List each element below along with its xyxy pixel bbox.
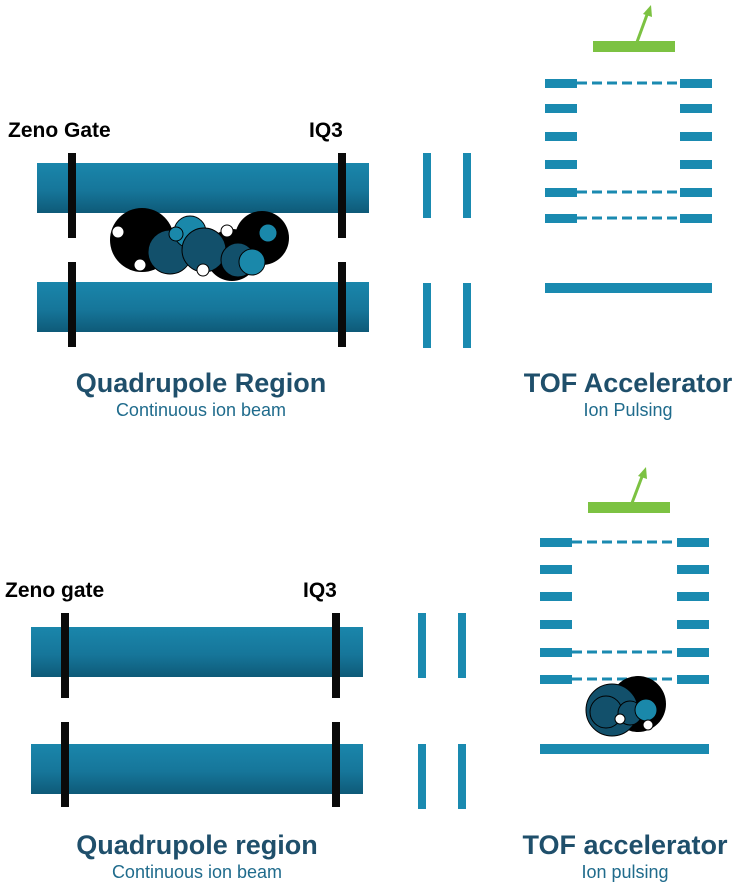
panel-bottom: Zeno gate IQ3 Quadrupole region Continuo… — [5, 467, 728, 882]
ring-electrode — [540, 648, 572, 657]
detector-arrow — [630, 473, 645, 504]
quadrupole-rod-upper — [37, 163, 369, 213]
iq3-gate-upper — [338, 153, 346, 238]
detector-arrow — [635, 11, 650, 43]
zeno-gate-upper — [61, 613, 69, 698]
ring-electrode — [680, 188, 712, 197]
quadrupole-rod-lower — [37, 282, 369, 332]
ion — [168, 226, 184, 242]
ion-packet — [585, 676, 666, 737]
ring-electrode — [545, 104, 577, 113]
ion — [634, 698, 658, 722]
ion — [133, 258, 147, 272]
tof-accelerator-title: TOF accelerator — [522, 830, 728, 860]
zeno-gate-lower — [61, 722, 69, 807]
ion — [614, 713, 626, 725]
ring-electrode — [680, 104, 712, 113]
tof-accelerator — [540, 467, 709, 754]
panel-top: Zeno Gate IQ3 Quadrupole Region Continuo… — [8, 5, 733, 420]
quadrupole-region-subtitle: Continuous ion beam — [112, 862, 282, 882]
pusher-plate — [540, 744, 709, 754]
quadrupole-region-title: Quadrupole Region — [76, 368, 327, 398]
ring-electrode — [545, 132, 577, 141]
quadrupole-region-subtitle: Continuous ion beam — [116, 400, 286, 420]
ring-electrode — [677, 592, 709, 601]
ring-electrode — [680, 214, 712, 223]
lens-electrode — [423, 153, 431, 218]
detector-plate — [588, 502, 670, 513]
iq3-label: IQ3 — [309, 119, 343, 142]
zeno-gate-lower — [68, 262, 76, 347]
ring-electrode — [677, 620, 709, 629]
iq3-gate-upper — [332, 613, 340, 698]
tof-accelerator-subtitle: Ion pulsing — [581, 862, 668, 882]
ring-electrode — [540, 538, 572, 547]
ring-electrode — [545, 214, 577, 223]
zeno-gate-label: Zeno gate — [5, 579, 104, 602]
ion — [258, 223, 278, 243]
ring-electrode — [545, 79, 577, 88]
ring-electrode — [545, 160, 577, 169]
tof-accelerator-title: TOF Accelerator — [524, 368, 733, 398]
lens-electrode — [418, 744, 426, 809]
detector-arrowhead — [643, 5, 652, 17]
iq3-gate-lower — [332, 722, 340, 807]
ion — [220, 224, 234, 238]
detector-arrowhead — [638, 467, 647, 479]
quadrupole-region-title: Quadrupole region — [76, 830, 318, 860]
ring-electrode — [677, 648, 709, 657]
ring-electrode — [540, 565, 572, 574]
ion — [196, 263, 210, 277]
pusher-plate — [545, 283, 712, 293]
ring-electrode — [540, 620, 572, 629]
lens-electrode — [463, 153, 471, 218]
tof-accelerator — [545, 5, 712, 293]
zeno-gate-upper — [68, 153, 76, 238]
iq3-gate-lower — [338, 262, 346, 347]
lens-electrode — [418, 613, 426, 678]
ring-electrode — [540, 675, 572, 684]
zeno-gate-label: Zeno Gate — [8, 119, 111, 142]
ion — [238, 248, 266, 276]
ring-electrode — [677, 675, 709, 684]
detector-plate — [593, 41, 675, 52]
lens-electrode — [458, 613, 466, 678]
lens-electrode — [423, 283, 431, 348]
ring-electrode — [680, 160, 712, 169]
ring-electrode — [677, 538, 709, 547]
ion-cloud — [110, 208, 289, 281]
iq3-label: IQ3 — [303, 579, 337, 602]
lens-electrode — [458, 744, 466, 809]
ring-electrode — [680, 79, 712, 88]
lens-electrode — [463, 283, 471, 348]
quadrupole-rod-upper — [31, 627, 363, 677]
tof-accelerator-subtitle: Ion Pulsing — [583, 400, 672, 420]
ion — [111, 225, 125, 239]
ring-electrode — [545, 188, 577, 197]
ion — [642, 719, 654, 731]
ring-electrode — [540, 592, 572, 601]
ring-electrode — [680, 132, 712, 141]
ring-electrode — [677, 565, 709, 574]
quadrupole-rod-lower — [31, 744, 363, 794]
